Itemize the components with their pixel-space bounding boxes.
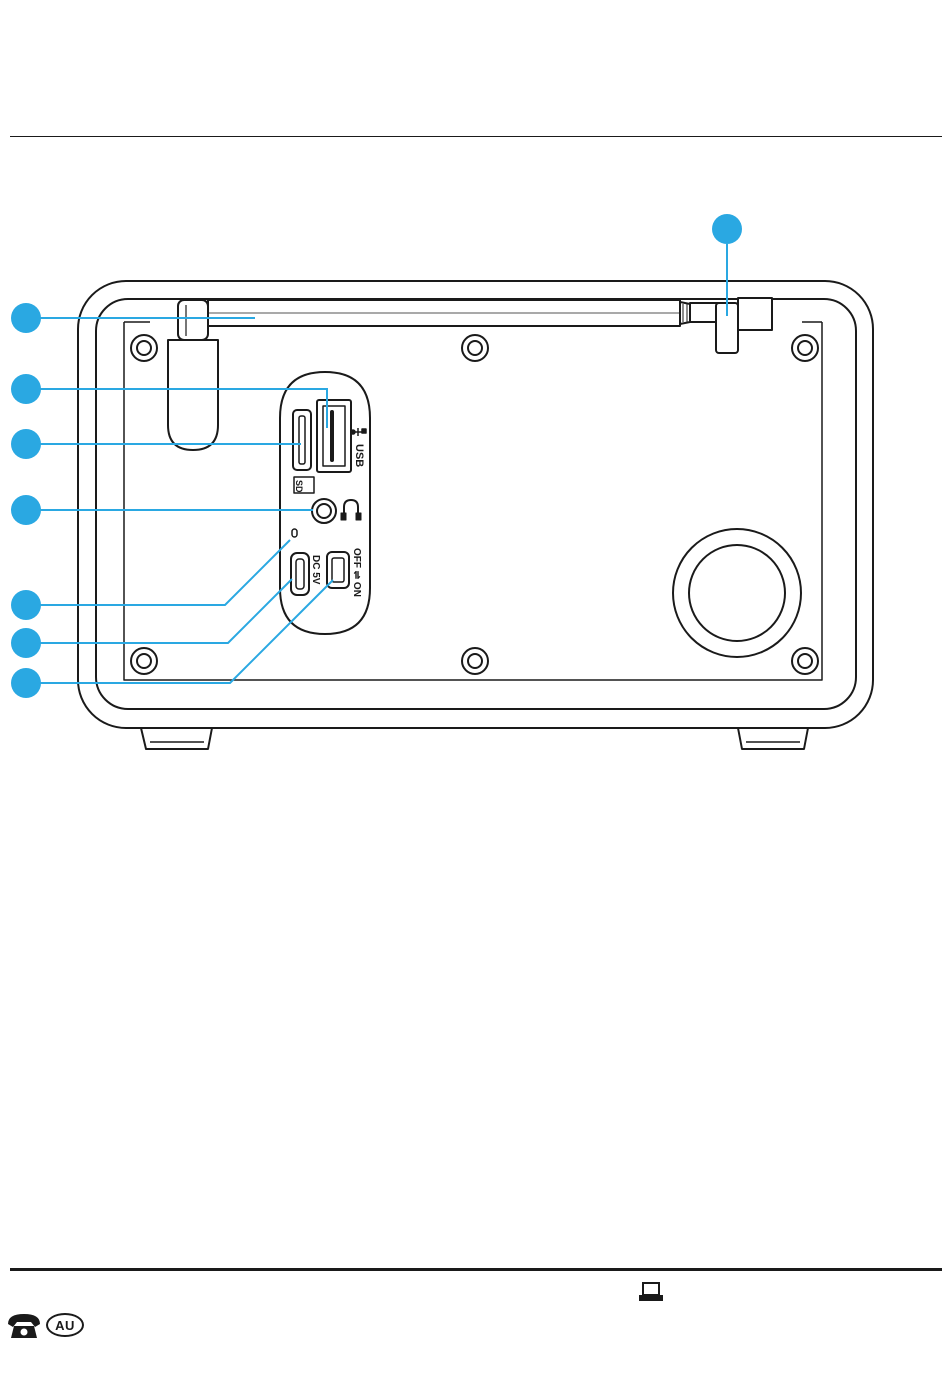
screw-top-right — [792, 335, 818, 361]
led-indicator-shape — [292, 529, 297, 537]
callout-marker-antenna-joint — [712, 214, 742, 244]
callout-marker-power-switch — [11, 668, 41, 698]
usb-label: USB — [353, 444, 365, 467]
footer-rule — [10, 1268, 942, 1271]
headphone-jack-shape — [312, 499, 336, 523]
callout-marker-charging-indicator — [11, 590, 41, 620]
screw-bottom-left — [131, 648, 157, 674]
screw-bottom-right — [792, 648, 818, 674]
sd-slot-shape — [293, 410, 311, 470]
switch-label: OFF ⇌ ON — [351, 548, 362, 597]
screw-bottom-middle — [462, 648, 488, 674]
back-panel — [124, 322, 822, 680]
bass-port — [673, 529, 801, 657]
leader-power-switch — [40, 580, 333, 683]
foot-right — [738, 728, 808, 749]
telephone-icon — [8, 1314, 40, 1338]
foot-left — [141, 728, 212, 749]
callout-marker-telescopic-antenna — [11, 303, 41, 333]
usb-symbol-icon — [351, 428, 366, 436]
sd-label: SD — [294, 480, 304, 493]
region-badge: AU — [46, 1313, 84, 1337]
callout-marker-sd-card-slot — [11, 429, 41, 459]
callout-marker-dc-power-input — [11, 628, 41, 658]
callout-marker-usb-port — [11, 374, 41, 404]
screw-top-left — [131, 335, 157, 361]
dc-label: DC 5V — [310, 555, 321, 585]
computer-icon — [640, 1283, 662, 1300]
screw-top-middle — [462, 335, 488, 361]
telescopic-antenna-body — [168, 298, 772, 450]
callout-marker-headphone-jack — [11, 495, 41, 525]
